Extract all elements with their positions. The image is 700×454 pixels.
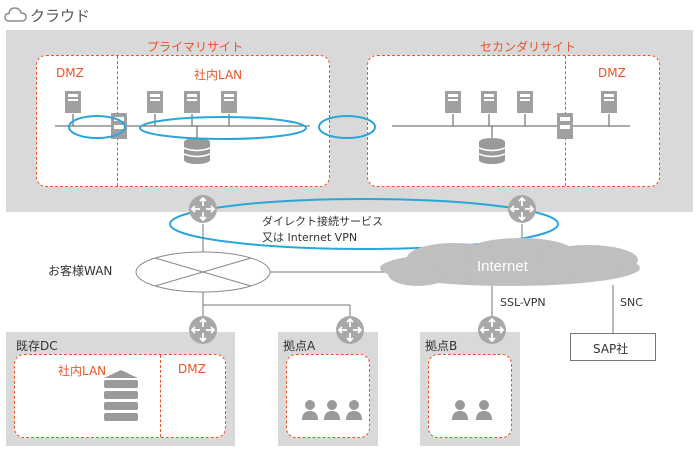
secondary-server-3-icon [517,91,533,113]
site-a-user-2-icon [324,400,340,420]
secondary-server-1-icon [445,91,461,113]
primary-server-2-icon [184,91,200,113]
wan-label: お客様WAN [48,264,113,278]
site-b-user-2-icon [476,400,492,420]
existing-dc-zone [14,354,226,438]
lan-link-ellipse [139,116,307,140]
primary-lan-label: 社内LAN [194,68,243,82]
secondary-dmz-server-icon [601,91,617,113]
dc-lan-label: 社内LAN [58,364,107,378]
site-a-zone [286,354,370,438]
dc-dmz-divider [160,355,161,437]
primary-dmz-label: DMZ [56,66,84,80]
dc-router-icon [188,315,218,345]
secondary-site [367,55,660,187]
ssl-vpn-label: SSL-VPN [500,296,546,309]
dc-dmz-label: DMZ [178,362,206,376]
internet-label: Internet [477,258,528,275]
site-a-title: 拠点A [283,339,316,353]
dmz-link-ellipse [68,115,126,139]
primary-site-title: プライマリサイト [147,40,244,54]
cloud-icon [4,7,27,22]
secondary-firewall-icon [557,113,573,139]
site-b-zone [428,354,512,438]
primary-server-1-icon [147,91,163,113]
primary-router-icon [188,194,218,224]
secondary-router-icon [507,194,537,224]
primary-database-icon [183,137,211,165]
dedicated-link-ellipse [169,198,559,250]
site-b-router-icon [477,315,507,345]
site-a-user-3-icon [346,400,362,420]
secondary-dmz-label: DMZ [598,66,626,80]
site-a-router-icon [335,315,365,345]
site-b-title: 拠点B [425,339,458,353]
dedicated-label-line1: ダイレクト接続サービス [262,215,383,228]
primary-server-3-icon [221,91,237,113]
inter-site-link-ellipse [318,115,376,139]
dc-server-rack-icon [104,370,138,421]
site-a-user-1-icon [302,400,318,420]
secondary-server-2-icon [481,91,497,113]
internet-cloud [380,238,640,286]
sap-box [570,333,656,361]
primary-dmz-server-icon [65,91,81,113]
secondary-database-icon [478,137,506,165]
page-title: クラウド [30,7,91,25]
site-b-user-1-icon [452,400,468,420]
dedicated-label-line2: 又は Internet VPN [262,231,358,244]
secondary-site-title: セカンダリサイト [480,40,577,54]
dc-title: 既存DC [16,339,58,353]
sap-label: SAP社 [593,342,629,356]
snc-label: SNC [620,296,643,309]
